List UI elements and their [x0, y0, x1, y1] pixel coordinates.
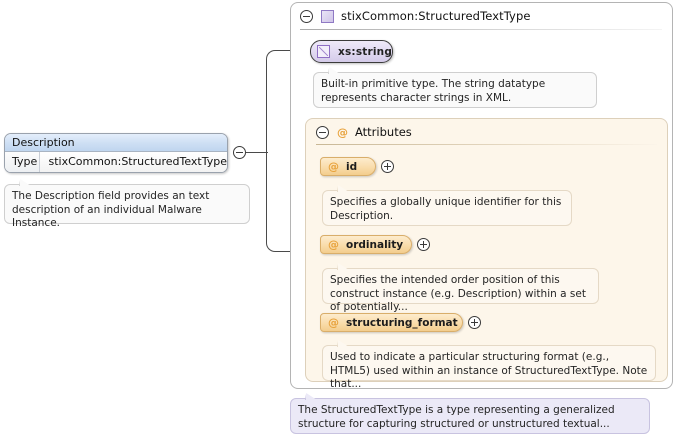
callout-tail	[19, 179, 31, 186]
element-type-row: Type stixCommon:StructuredTextType	[5, 152, 227, 172]
annotation-base-type: Built-in primitive type. The string data…	[313, 67, 597, 108]
at-sign-icon: @	[328, 238, 339, 251]
attributes-divider	[316, 144, 657, 145]
annotation-text: The Description field provides an text d…	[12, 190, 210, 229]
attribute-pill-ordinality[interactable]: @ ordinality	[320, 235, 412, 254]
attribute-pill-id[interactable]: @ id	[320, 157, 376, 176]
annotation-text: Specifies a globally unique identifier f…	[330, 196, 562, 222]
connector-stub	[246, 151, 268, 153]
callout-tail	[305, 393, 317, 400]
annotation-text: The StructuredTextType is a type represe…	[298, 404, 615, 430]
annotation-description: The Description field provides an text d…	[4, 179, 250, 229]
element-type-value: stixCommon:StructuredTextType	[48, 155, 227, 168]
annotation-type-container: The StructuredTextType is a type represe…	[290, 393, 650, 434]
element-name-label: Description	[5, 134, 227, 152]
attributes-title: Attributes	[355, 125, 412, 139]
annotation-text: Used to indicate a particular structurin…	[330, 351, 648, 390]
annotation-text: Specifies the intended order position of…	[330, 274, 586, 313]
complex-type-square-icon	[321, 9, 334, 23]
minus-circle-icon-type[interactable]	[300, 9, 313, 23]
at-sign-icon: @	[328, 160, 339, 173]
base-type-label: xs:string	[338, 45, 393, 58]
header-divider	[300, 29, 662, 30]
annotation-attribute-ordinality: Specifies the intended order position of…	[322, 263, 599, 313]
type-title: stixCommon:StructuredTextType	[341, 9, 531, 23]
simple-type-icon	[317, 45, 330, 58]
minus-circle-icon-attributes[interactable]	[316, 125, 329, 139]
attributes-header: @ Attributes	[316, 125, 412, 139]
at-sign-icon: @	[337, 125, 348, 139]
plus-circle-icon-id[interactable]	[381, 160, 394, 173]
attribute-name: ordinality	[346, 238, 404, 251]
plus-circle-icon-ordinality[interactable]	[417, 238, 430, 251]
minus-circle-icon-element[interactable]	[233, 146, 246, 159]
attribute-name: id	[346, 160, 358, 173]
attribute-name: structuring_format	[346, 316, 458, 329]
attribute-pill-structuring-format[interactable]: @ structuring_format	[320, 313, 463, 332]
element-type-key: Type	[5, 152, 41, 172]
annotation-attribute-structuring-format: Used to indicate a particular structurin…	[322, 340, 656, 390]
type-header: stixCommon:StructuredTextType	[291, 3, 672, 29]
element-box-description[interactable]: Description Type stixCommon:StructuredTe…	[4, 133, 228, 173]
connector-bracket	[266, 50, 312, 252]
annotation-text: Built-in primitive type. The string data…	[321, 78, 546, 104]
annotation-attribute-id: Specifies a globally unique identifier f…	[322, 185, 572, 226]
at-sign-icon: @	[328, 316, 339, 329]
base-type-pill-xs-string[interactable]: xs:string	[310, 40, 393, 63]
plus-circle-icon-structuring-format[interactable]	[468, 316, 481, 329]
